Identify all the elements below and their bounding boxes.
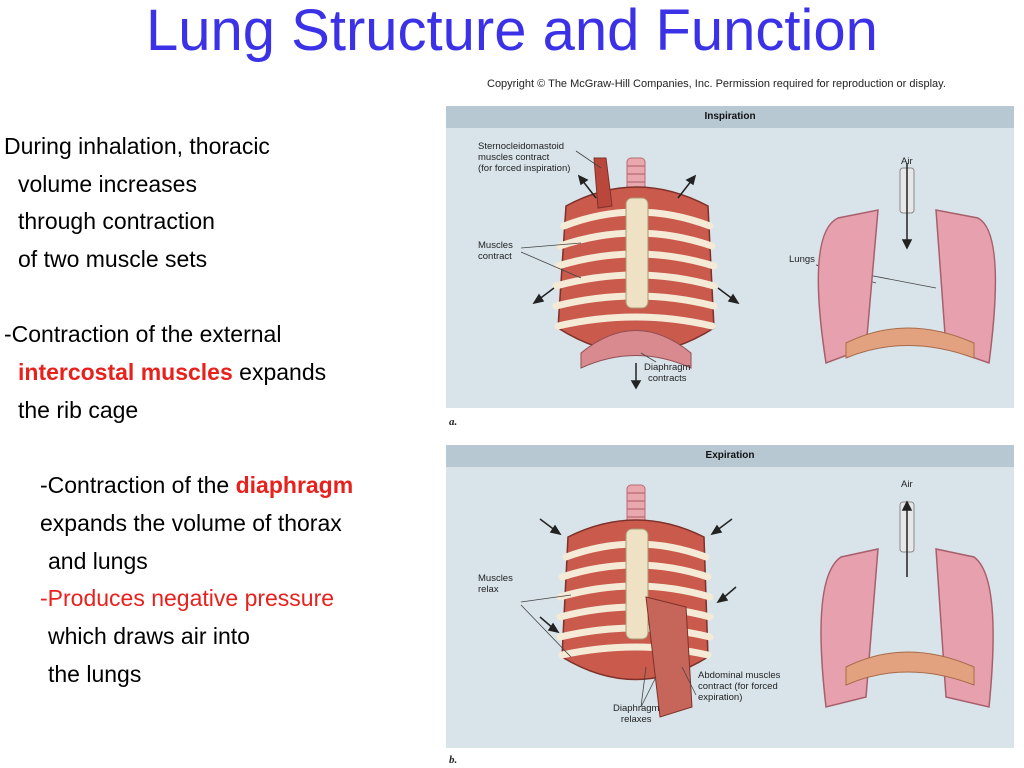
label-line: relaxes bbox=[620, 714, 652, 725]
air-label: Air bbox=[901, 156, 913, 167]
copyright-notice: Copyright © The McGraw-Hill Companies, I… bbox=[487, 78, 946, 90]
muscles-relax-label: Muscles relax bbox=[478, 573, 513, 595]
lungs-label: Lungs bbox=[789, 254, 815, 265]
expiration-illustration bbox=[520, 484, 994, 718]
label-line: muscles contract bbox=[478, 152, 550, 163]
scm-label: Sternocleidomastoid muscles contract (fo… bbox=[478, 141, 570, 174]
label-line: Diaphragm bbox=[644, 362, 691, 373]
diaphragm-relaxes-label: Diaphragm relaxes bbox=[613, 703, 659, 725]
label-line: contract (for forced bbox=[698, 681, 778, 692]
expiration-header: Expiration bbox=[446, 445, 1014, 467]
text-line: through contraction bbox=[18, 208, 215, 235]
text-line: the lungs bbox=[48, 660, 142, 687]
label-line: relax bbox=[478, 584, 499, 595]
inspiration-header: Inspiration bbox=[446, 106, 1014, 128]
text-line: and lungs bbox=[48, 547, 148, 574]
text-line: -Contraction of the diaphragm bbox=[4, 467, 353, 505]
abdominal-muscles-label: Abdominal muscles contract (for forced e… bbox=[698, 670, 780, 703]
keyword-intercostal: intercostal muscles bbox=[18, 359, 233, 386]
text-line: -Contraction of the external bbox=[4, 321, 282, 348]
text-line: During inhalation, thoracic bbox=[4, 133, 270, 159]
inspiration-panel: Inspiration bbox=[446, 106, 1014, 408]
text-fragment: expands bbox=[232, 359, 327, 386]
label-line: contract bbox=[478, 251, 512, 262]
label-line: expiration) bbox=[698, 692, 743, 703]
label-line: (for forced inspiration) bbox=[478, 163, 571, 174]
spacer bbox=[4, 430, 353, 468]
text-line: which draws air into bbox=[48, 622, 250, 649]
label-line: Abdominal muscles bbox=[698, 670, 781, 681]
muscles-contract-label: Muscles contract bbox=[478, 240, 513, 262]
page-title: Lung Structure and Function bbox=[146, 0, 878, 63]
label-line: Diaphragm bbox=[613, 703, 660, 714]
text-fragment: -Contraction of the bbox=[40, 472, 236, 499]
text-line: of two muscle sets bbox=[18, 246, 208, 273]
label-line: Sternocleidomastoid bbox=[478, 141, 565, 152]
text-line-highlight: -Produces negative pressure bbox=[40, 585, 335, 612]
text-line: volume increases bbox=[18, 170, 197, 197]
diaphragm-contracts-label: Diaphragm contracts bbox=[644, 362, 690, 384]
panel-letter-b: b. bbox=[449, 754, 458, 766]
label-line: contracts bbox=[647, 373, 687, 384]
air-label: Air bbox=[901, 479, 913, 490]
keyword-diaphragm: diaphragm bbox=[235, 472, 354, 499]
inspiration-illustration bbox=[520, 150, 997, 390]
text-line: intercostal muscles expands bbox=[4, 354, 353, 392]
panel-letter-a: a. bbox=[449, 416, 458, 428]
expiration-panel: Expiration Muscles relax bbox=[446, 445, 1014, 748]
label-line: Muscles bbox=[478, 240, 513, 251]
body-text: During inhalation, thoracic volume incre… bbox=[4, 128, 353, 693]
label-line: Muscles bbox=[478, 573, 513, 584]
text-line: expands the volume of thorax bbox=[40, 509, 342, 536]
text-line: the rib cage bbox=[18, 396, 139, 423]
spacer bbox=[4, 279, 353, 317]
